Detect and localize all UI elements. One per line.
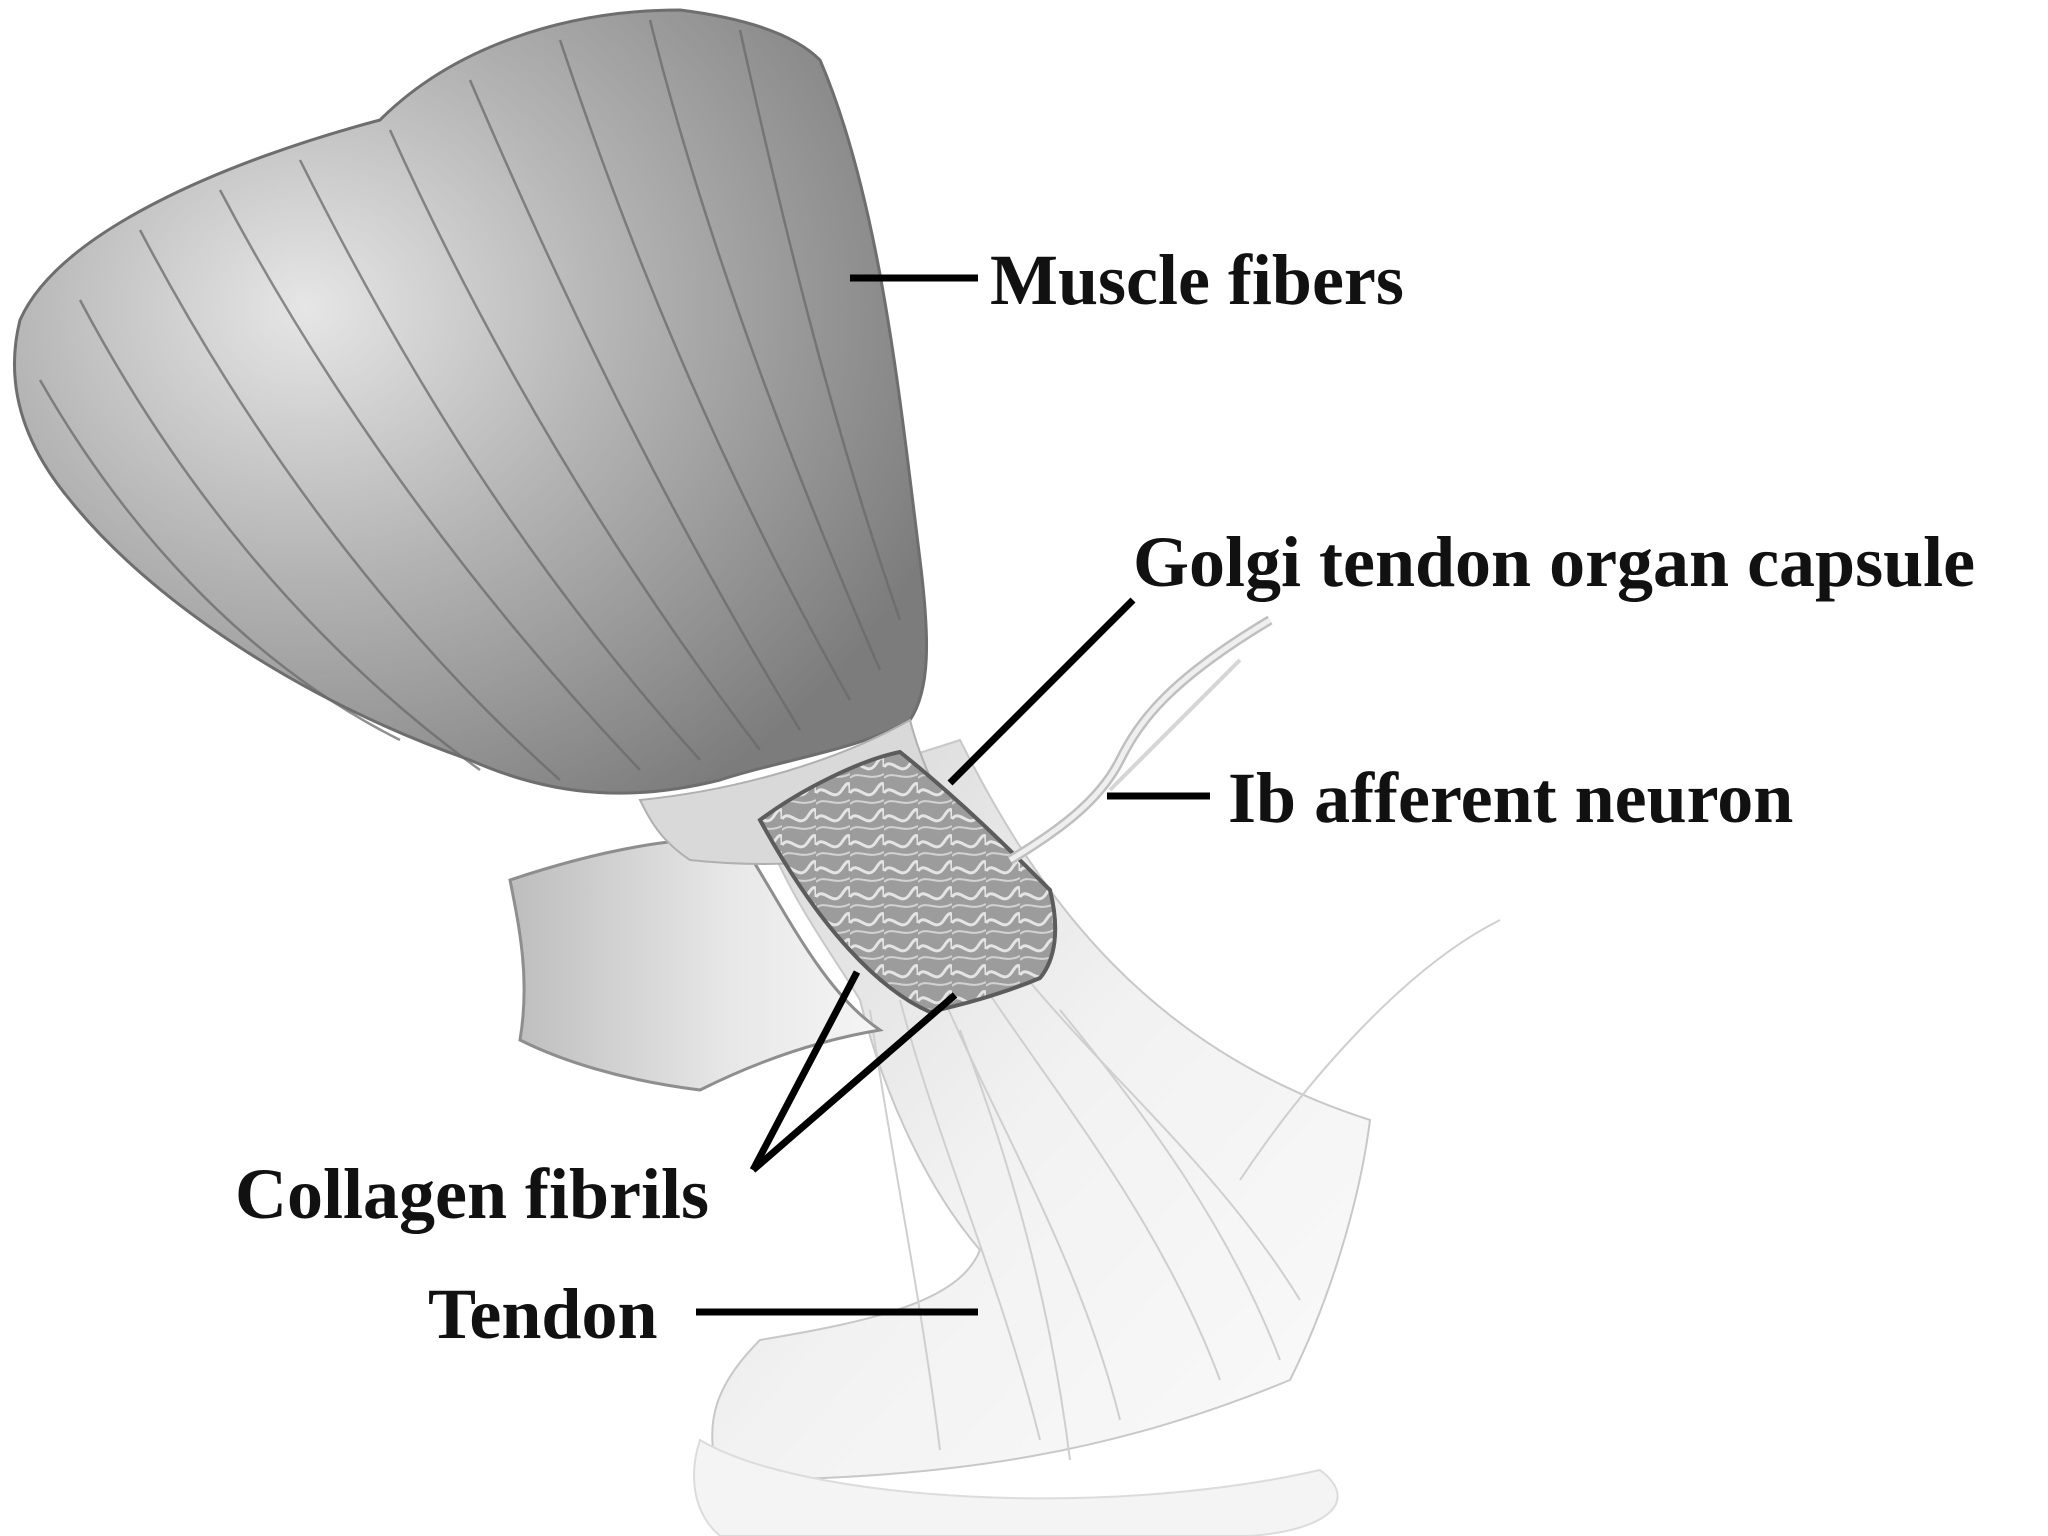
tendon-fibers — [869, 919, 1501, 1461]
leader-capsule — [947, 597, 1136, 786]
label-muscle-fibers: Muscle fibers — [990, 240, 1404, 320]
golgi-capsule — [757, 749, 1058, 1015]
label-tendon: Tendon — [428, 1274, 658, 1354]
tendon-base — [693, 1438, 1339, 1536]
label-collagen-fibrils: Collagen fibrils — [235, 1154, 709, 1234]
muscle-belly — [12, 8, 929, 795]
label-golgi-capsule: Golgi tendon organ capsule — [1133, 522, 1975, 602]
ib-afferent-neuron-fibers — [1007, 615, 1273, 865]
leader-collagen-1 — [749, 970, 861, 1172]
leader-collagen-2 — [750, 992, 958, 1173]
muscle-striations — [38, 19, 902, 781]
label-ib-afferent-neuron: Ib afferent neuron — [1228, 758, 1793, 838]
